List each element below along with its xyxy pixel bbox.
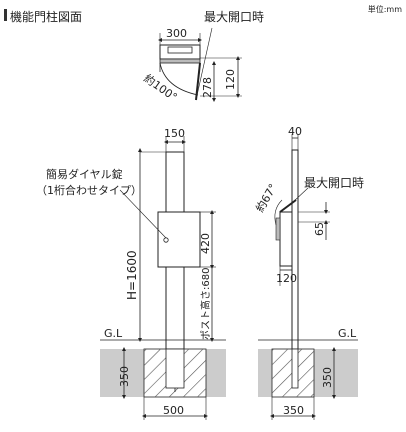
top-max-open-leader [195,27,213,101]
front-post-width-label: 150 [164,127,185,140]
front-680-label: ポスト高さ:680 [199,268,212,340]
side-base-label: 350 [283,404,304,417]
top-box-body [159,58,201,64]
top-width-label: 300 [166,27,187,40]
top-angle-label: 約100° [141,71,180,104]
top-278-label: 278 [201,77,214,98]
front-lock-leader [119,189,167,239]
side-mailbox-flap [275,217,281,241]
front-lock-label-1: 簡易ダイヤル錠 [46,167,123,181]
top-door-arc [159,62,199,96]
side-post-embed [291,348,299,389]
side-max-open-leader [291,187,309,204]
top-max-open-label: 最大開口時 [204,10,264,24]
front-500-label: 500 [163,404,184,417]
top-view: 300 最大開口時 278 120 約100° [141,10,264,104]
side-mailbox [279,211,293,267]
side-view: 40 最大開口時 約67° 65 120 G.L [252,125,364,420]
top-door-panel [195,62,201,101]
front-h-label: H=1600 [125,250,139,300]
side-door-arc [274,199,283,226]
front-view: 150 簡易ダイヤル錠 （1桁合わせタイプ） H=1600 420 ポスト高さ:… [36,127,226,420]
top-120-label: 120 [224,69,237,90]
front-350-label: 350 [118,366,131,387]
side-max-open-label: 最大開口時 [304,176,364,190]
side-post-width-label: 40 [288,125,302,138]
front-mailbox [157,211,201,268]
unit-label: 単位:mm [367,5,402,14]
front-420-label: 420 [199,233,212,254]
side-120-label: 120 [276,272,297,285]
page-title: 機能門柱図面 [10,10,83,24]
side-65-label: 65 [313,222,326,236]
side-gl-label: G.L [338,327,357,340]
front-post-embed [165,348,185,389]
top-box-slot [167,46,193,54]
side-350-label: 350 [321,367,334,388]
title-marker [4,9,7,21]
front-lock-label-2: （1桁合わせタイプ） [36,183,142,197]
front-gl-label: G.L [104,327,123,340]
